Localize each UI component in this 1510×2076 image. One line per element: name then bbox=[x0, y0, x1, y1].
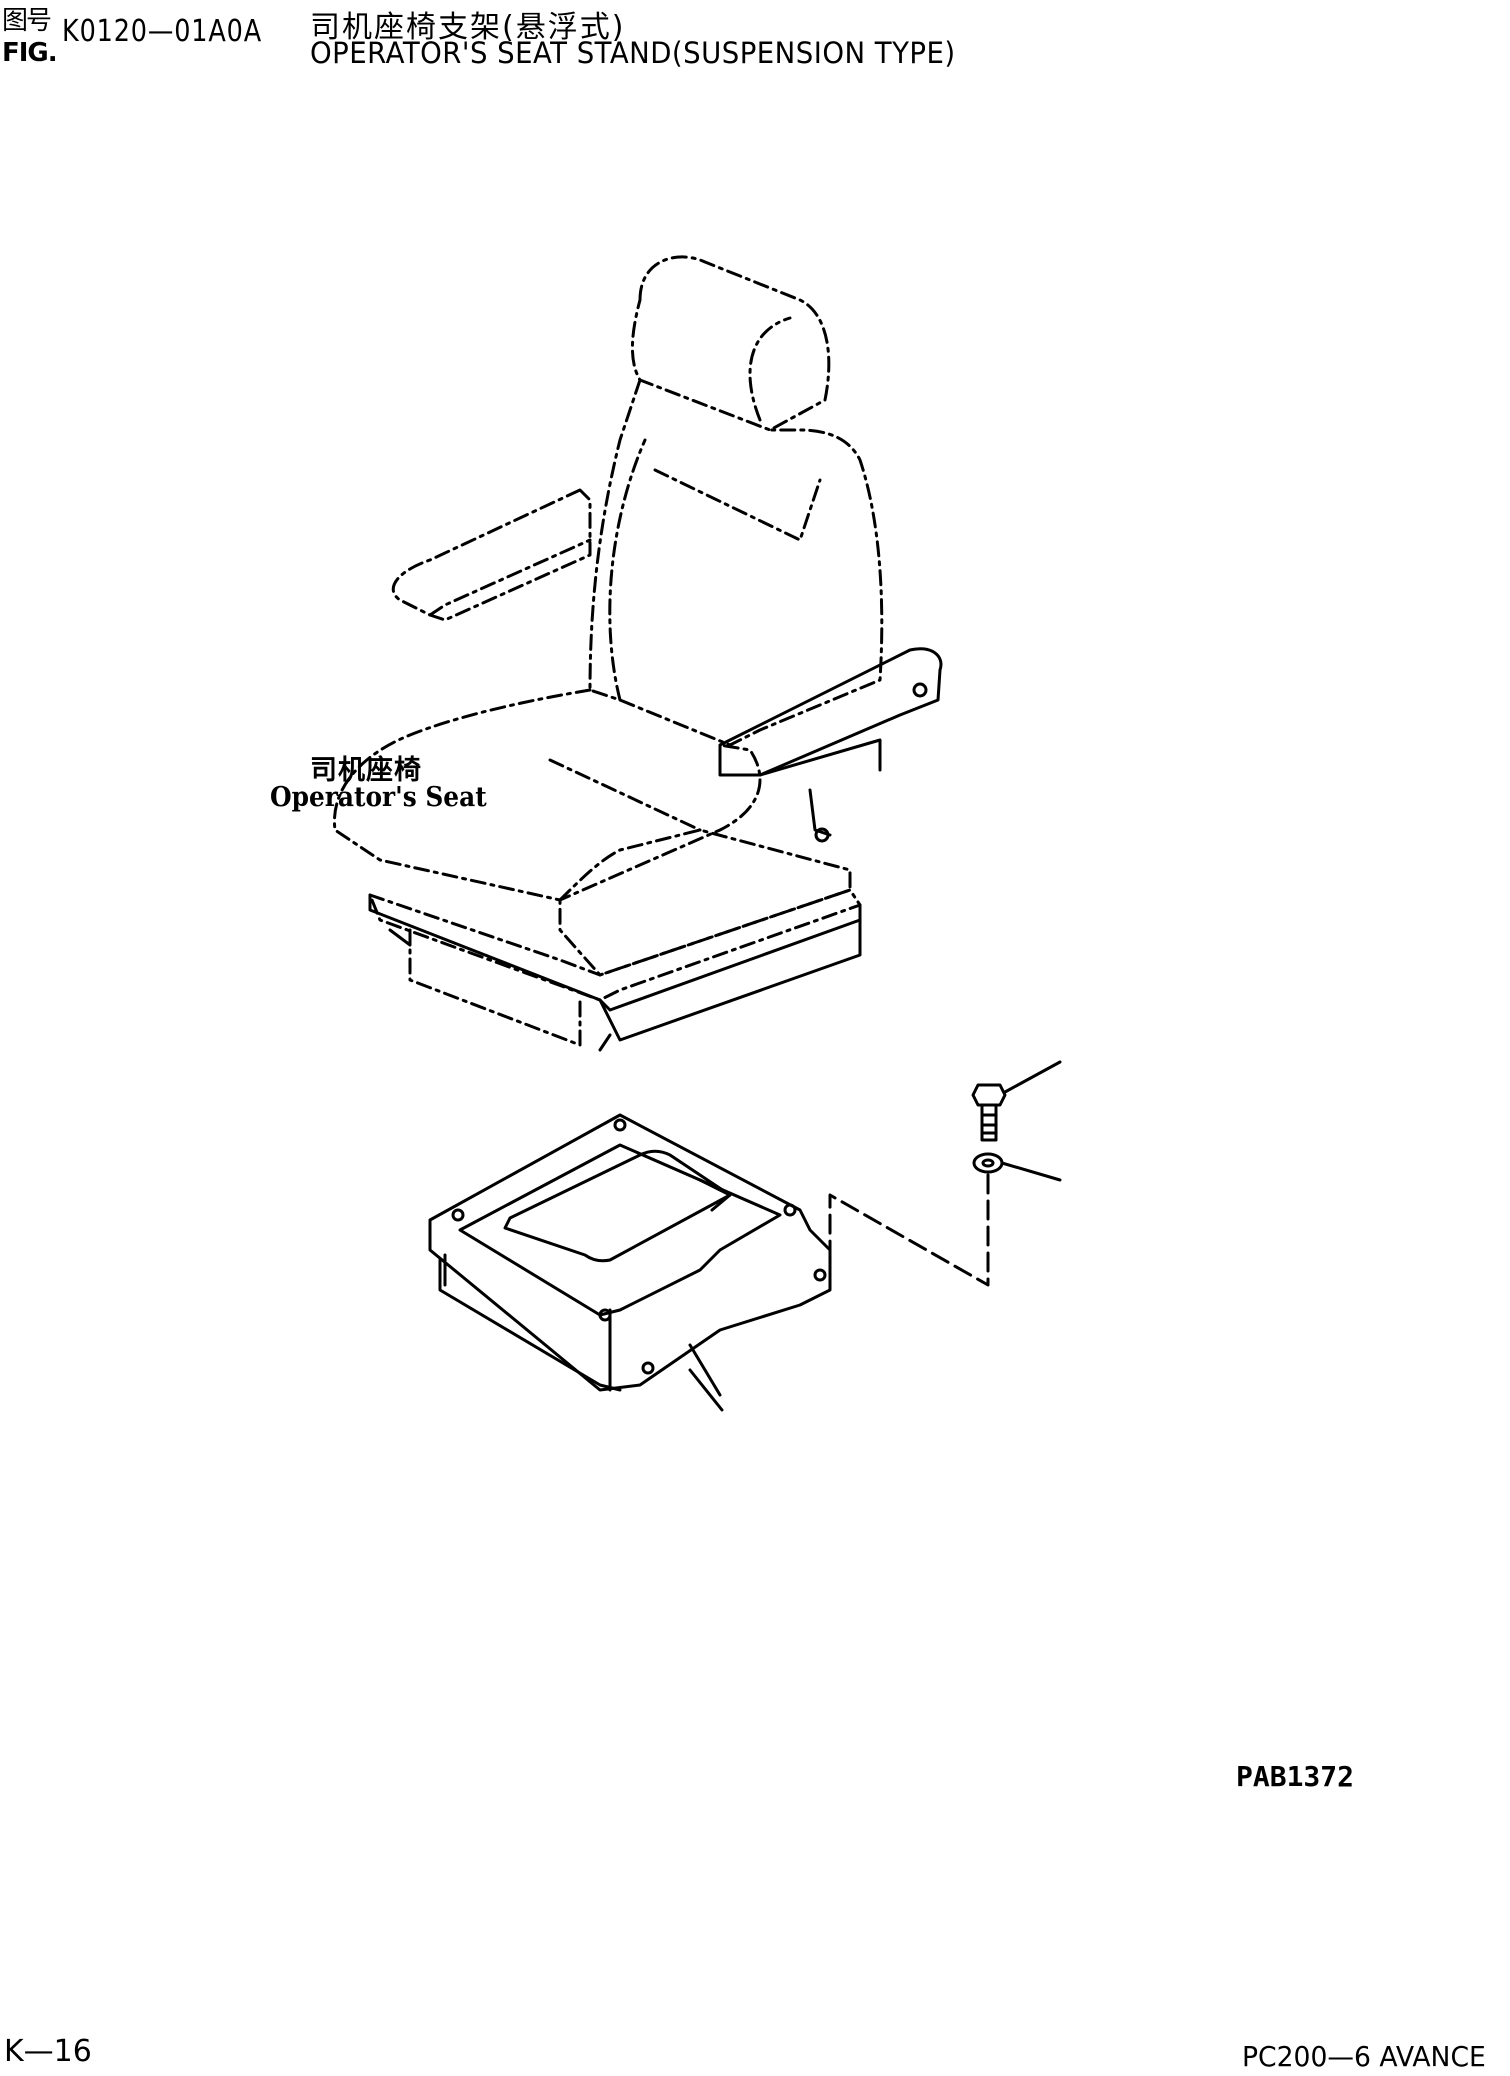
page-number: K—16 bbox=[4, 2034, 92, 2069]
bracket-leader-line bbox=[688, 1368, 724, 1412]
seat-armrest-left-lower bbox=[428, 538, 592, 617]
reference-code: PAB1372 bbox=[1236, 1760, 1355, 1793]
figure-number: K0120—01A0A bbox=[62, 14, 263, 49]
seat-backrest-seam bbox=[608, 438, 647, 702]
figure-label-cn: 图号 bbox=[2, 6, 52, 36]
assembly-dashed-line bbox=[828, 1173, 990, 1287]
seat-armrest-left bbox=[391, 488, 592, 622]
seat-frame-box bbox=[408, 928, 582, 1047]
figure-label-en: FIG. bbox=[2, 38, 58, 68]
seat-headrest-divider bbox=[748, 316, 792, 422]
figure-title-cn: 司机座椅支架(悬浮式) bbox=[310, 10, 626, 45]
washer-part bbox=[972, 1152, 1062, 1182]
seat-headrest bbox=[631, 255, 831, 432]
seat-cushion-front bbox=[558, 828, 852, 977]
seat-armrest-right bbox=[718, 647, 943, 843]
seat-cushion bbox=[332, 688, 762, 902]
washer-leader-line bbox=[1000, 1161, 1062, 1182]
seat-rails bbox=[368, 893, 862, 1052]
seat-label-cn: 司机座椅 bbox=[310, 755, 422, 786]
seat-backrest bbox=[588, 378, 884, 747]
seat-cushion-seam bbox=[548, 758, 702, 832]
bolt-leader-line bbox=[1003, 1060, 1062, 1094]
figure-title-en: OPERATOR'S SEAT STAND(SUSPENSION TYPE) bbox=[310, 36, 956, 70]
seat-stand-bracket bbox=[428, 1113, 832, 1412]
seat-backrest-inner bbox=[653, 468, 822, 542]
bolt-part bbox=[971, 1060, 1062, 1142]
machine-model: PC200—6 AVANCE bbox=[1242, 2040, 1486, 2073]
seat-label-en: Operator's Seat bbox=[270, 782, 487, 813]
